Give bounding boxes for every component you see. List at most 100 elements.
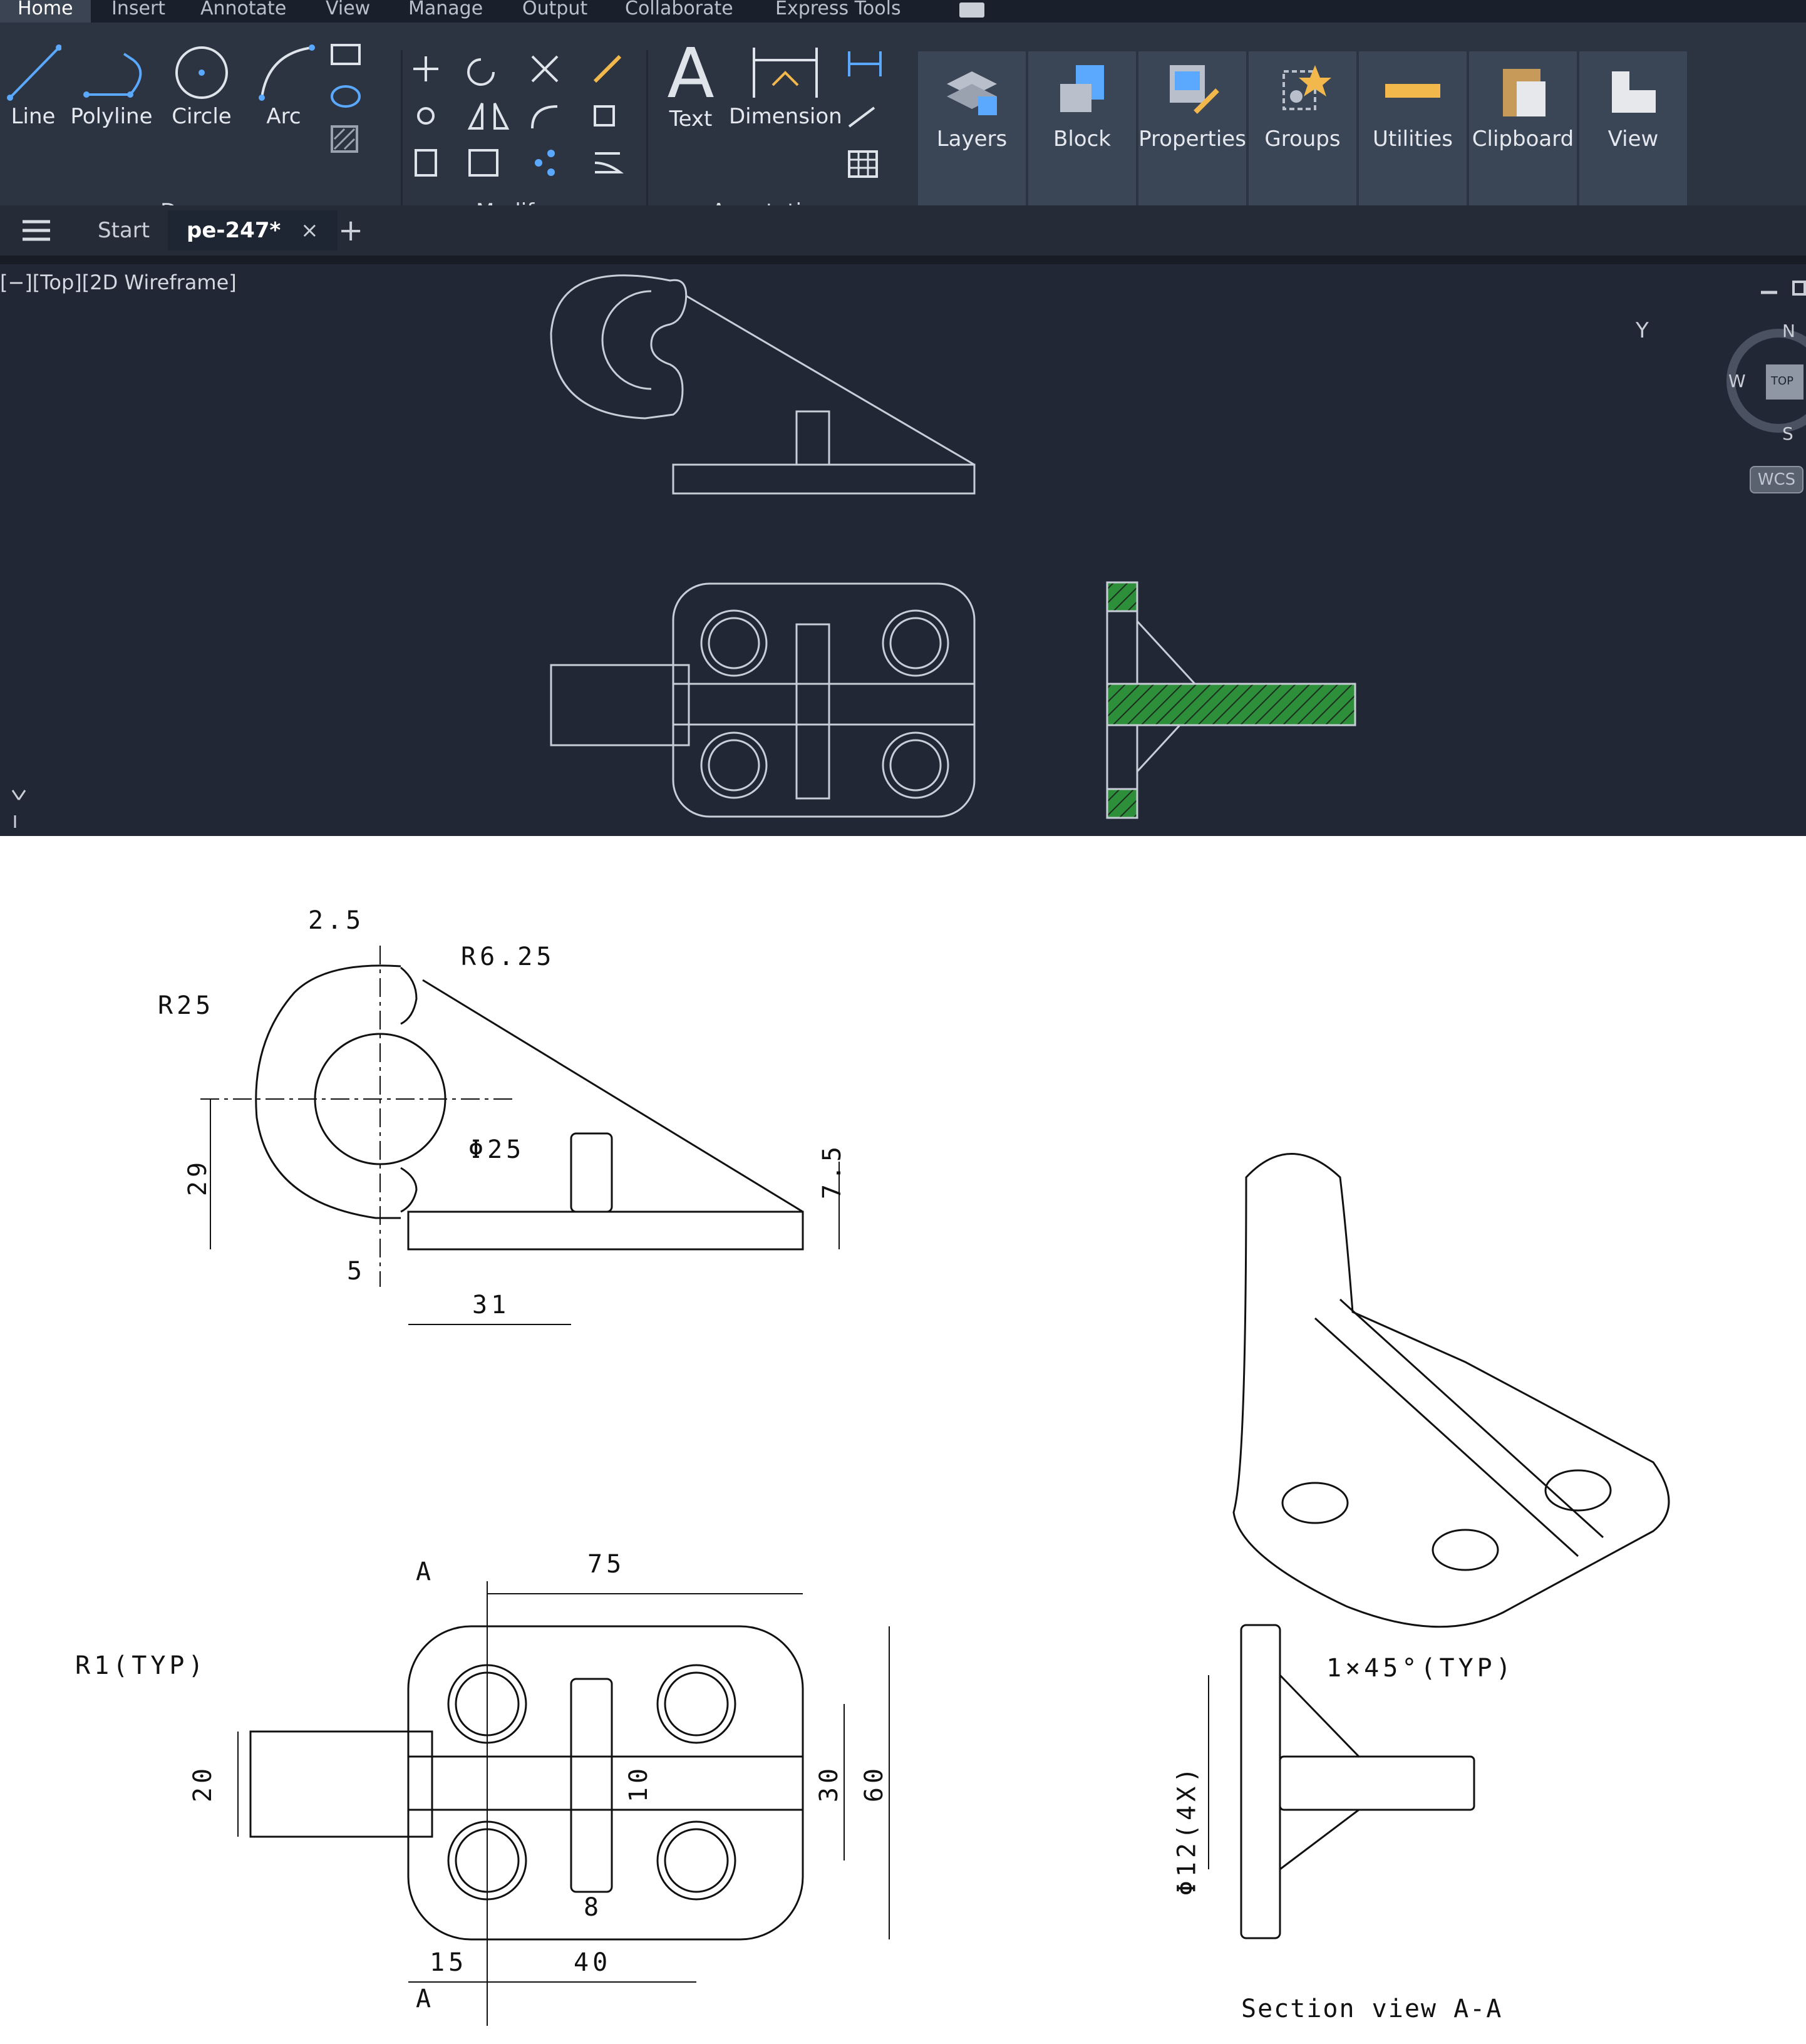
wcs-menu-button[interactable]: WCS [1750,466,1803,493]
dimension-label: Dimension [729,104,842,129]
tab-insert[interactable]: Insert [111,0,166,19]
tab-manage[interactable]: Manage [408,0,483,19]
reference-linework [200,946,1670,2026]
viewport-controls-label[interactable]: [−][Top][2D Wireframe] [0,271,237,294]
dim-r25: R25 [158,991,215,1020]
start-tab[interactable]: Start [98,218,150,243]
view-icon [1612,71,1656,113]
reference-drawing: 2.5 R6.25 R25 Φ25 29 7.5 5 31 75 R1(TYP)… [0,836,1806,2044]
ribbon: Line Polyline Circle Arc Draw [0,23,1806,227]
compass-west[interactable]: W [1728,371,1746,391]
utilities-label: Utilities [1373,126,1453,152]
hamburger-menu-icon[interactable] [21,218,51,243]
dim-r6-25: R6.25 [461,942,555,971]
dim-15: 15 [430,1948,468,1977]
dim-chamfer: 1×45°(TYP) [1326,1654,1515,1683]
section-marker-a-top: A [416,1557,435,1586]
file-tabs-bar: Start pe-247* × + [0,205,1806,256]
line-tool[interactable]: Line [5,35,61,129]
properties-panel[interactable]: Properties [1138,51,1246,227]
compass-north[interactable]: N [1782,321,1795,341]
circle-icon [175,46,228,99]
viewcube-top-label[interactable]: TOP [1771,374,1794,388]
menu-bar: Home Insert Annotate View Manage Output … [0,0,1806,23]
utilities-panel[interactable]: Utilities [1359,51,1467,227]
groups-icon [1282,65,1331,110]
tab-home[interactable]: Home [0,0,91,23]
clipboard-label: Clipboard [1472,126,1574,152]
dim-31: 31 [472,1291,510,1319]
text-tool[interactable]: A Text [656,31,725,132]
layers-panel[interactable]: Layers [918,51,1026,227]
view-label: View [1607,126,1659,152]
viewcube-top-face[interactable] [1766,364,1803,400]
polyline-tool[interactable]: Polyline [68,35,155,129]
linear-leader-table-icons [848,51,882,178]
move-rotate-trim-icons [413,54,624,177]
draw-small-tools[interactable] [326,39,382,183]
section-hatch [1106,581,1356,819]
section-marker-a-bottom: A [416,1985,435,2013]
arc-tool[interactable]: Arc [249,35,318,129]
restore-icon[interactable] [1792,281,1806,296]
dim-75: 75 [587,1550,626,1579]
circle-tool[interactable]: Circle [164,35,239,129]
plan-view-body [672,582,976,818]
line-icon [7,44,61,101]
arc-icon [259,44,315,101]
front-view-profile [550,274,688,420]
ref-front-profile [255,964,418,1219]
annotation-small-tools[interactable] [843,39,899,183]
block-panel[interactable]: Block [1028,51,1136,227]
close-icon[interactable]: × [301,218,319,243]
autocad-window: Home Insert Annotate View Manage Output … [0,0,1806,836]
dim-29: 29 [183,1158,213,1197]
drawing-tab-label: pe-247* [187,218,281,243]
compass-south[interactable]: S [1782,423,1793,444]
block-icon [1060,65,1104,112]
polyline-label: Polyline [70,104,153,129]
dim-r1-typ: R1(TYP) [75,1651,207,1680]
layers-icon [947,71,997,115]
active-drawing-tab[interactable]: pe-247* × [168,210,338,250]
groups-label: Groups [1264,126,1341,152]
ref-isometric-outline [1232,1153,1670,1628]
line-label: Line [11,104,56,129]
layers-label: Layers [936,126,1008,152]
dim-60: 60 [860,1764,889,1803]
measure-ruler-icon [1385,84,1440,98]
view-panel[interactable]: View [1579,51,1687,227]
dim-10: 10 [624,1764,654,1803]
dimension-icon [753,48,818,98]
panel-divider [646,50,648,225]
viewcube-ring[interactable] [1726,329,1806,433]
modify-tools[interactable] [407,38,645,188]
polyline-icon [83,53,142,98]
tab-express-tools[interactable]: Express Tools [775,0,901,19]
viewport-border [0,256,1806,264]
model-space[interactable] [0,264,1806,836]
panel-divider [401,50,403,225]
ref-plan-body [407,1625,804,1941]
ucs-icon [11,790,26,828]
dimension-tool[interactable]: Dimension [729,35,842,129]
dim-40: 40 [574,1948,612,1977]
section-caption: Section view A-A [1241,1995,1503,2023]
block-label: Block [1053,126,1111,152]
workspace-icon[interactable] [959,3,984,18]
tab-view[interactable]: View [326,0,371,19]
clipboard-panel[interactable]: Clipboard [1469,51,1577,227]
tab-annotate[interactable]: Annotate [200,0,287,19]
text-label: Text [669,106,713,132]
dim-30: 30 [815,1764,844,1803]
new-tab-plus-icon[interactable]: + [338,213,364,248]
dim-dia12-4x: Φ12(4X) [1172,1763,1202,1896]
dim-7-5: 7.5 [818,1142,847,1200]
dim-dia25: Φ25 [468,1135,525,1164]
tab-collaborate[interactable]: Collaborate [625,0,733,19]
properties-icon [1170,65,1219,114]
text-a-icon: A [667,33,714,106]
tab-output[interactable]: Output [522,0,588,19]
groups-panel[interactable]: Groups [1249,51,1356,227]
properties-label: Properties [1138,126,1246,152]
